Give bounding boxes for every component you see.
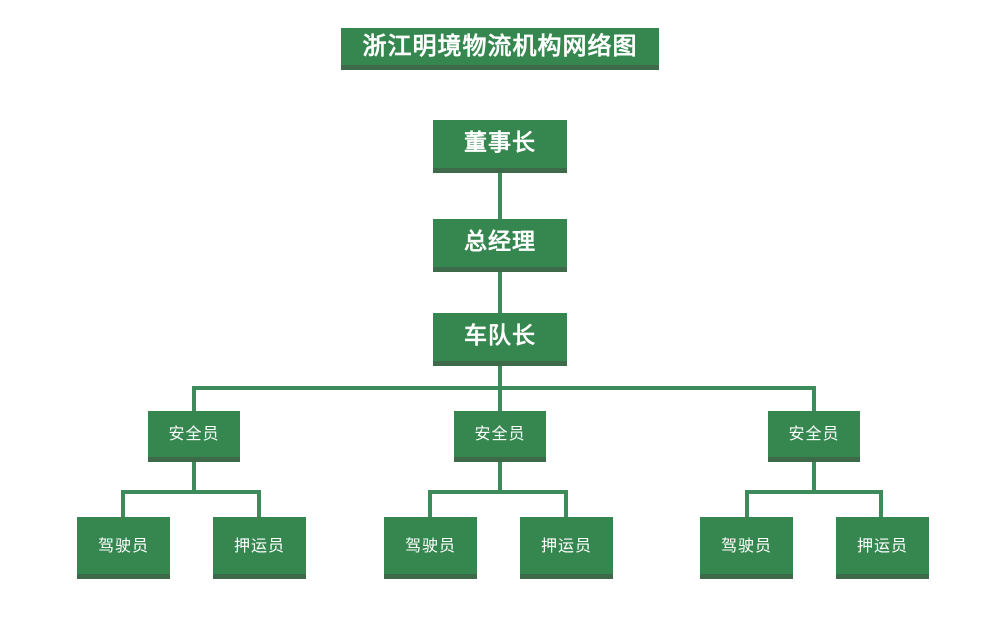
chart-title-banner: 浙江明境物流机构网络图 <box>341 28 659 70</box>
node-escort-2[interactable]: 押运员 <box>520 517 613 579</box>
node-driver-3[interactable]: 驾驶员 <box>700 517 793 579</box>
node-chairman[interactable]: 董事长 <box>433 120 567 173</box>
node-driver-2[interactable]: 驾驶员 <box>384 517 477 579</box>
node-safety-officer-2[interactable]: 安全员 <box>454 411 546 462</box>
node-safety-officer-1[interactable]: 安全员 <box>148 411 240 462</box>
node-escort-1[interactable]: 押运员 <box>213 517 306 579</box>
node-safety-officer-3[interactable]: 安全员 <box>768 411 860 462</box>
node-general-manager[interactable]: 总经理 <box>433 219 567 272</box>
node-fleet-captain[interactable]: 车队长 <box>433 313 567 366</box>
node-escort-3[interactable]: 押运员 <box>836 517 929 579</box>
node-driver-1[interactable]: 驾驶员 <box>77 517 170 579</box>
